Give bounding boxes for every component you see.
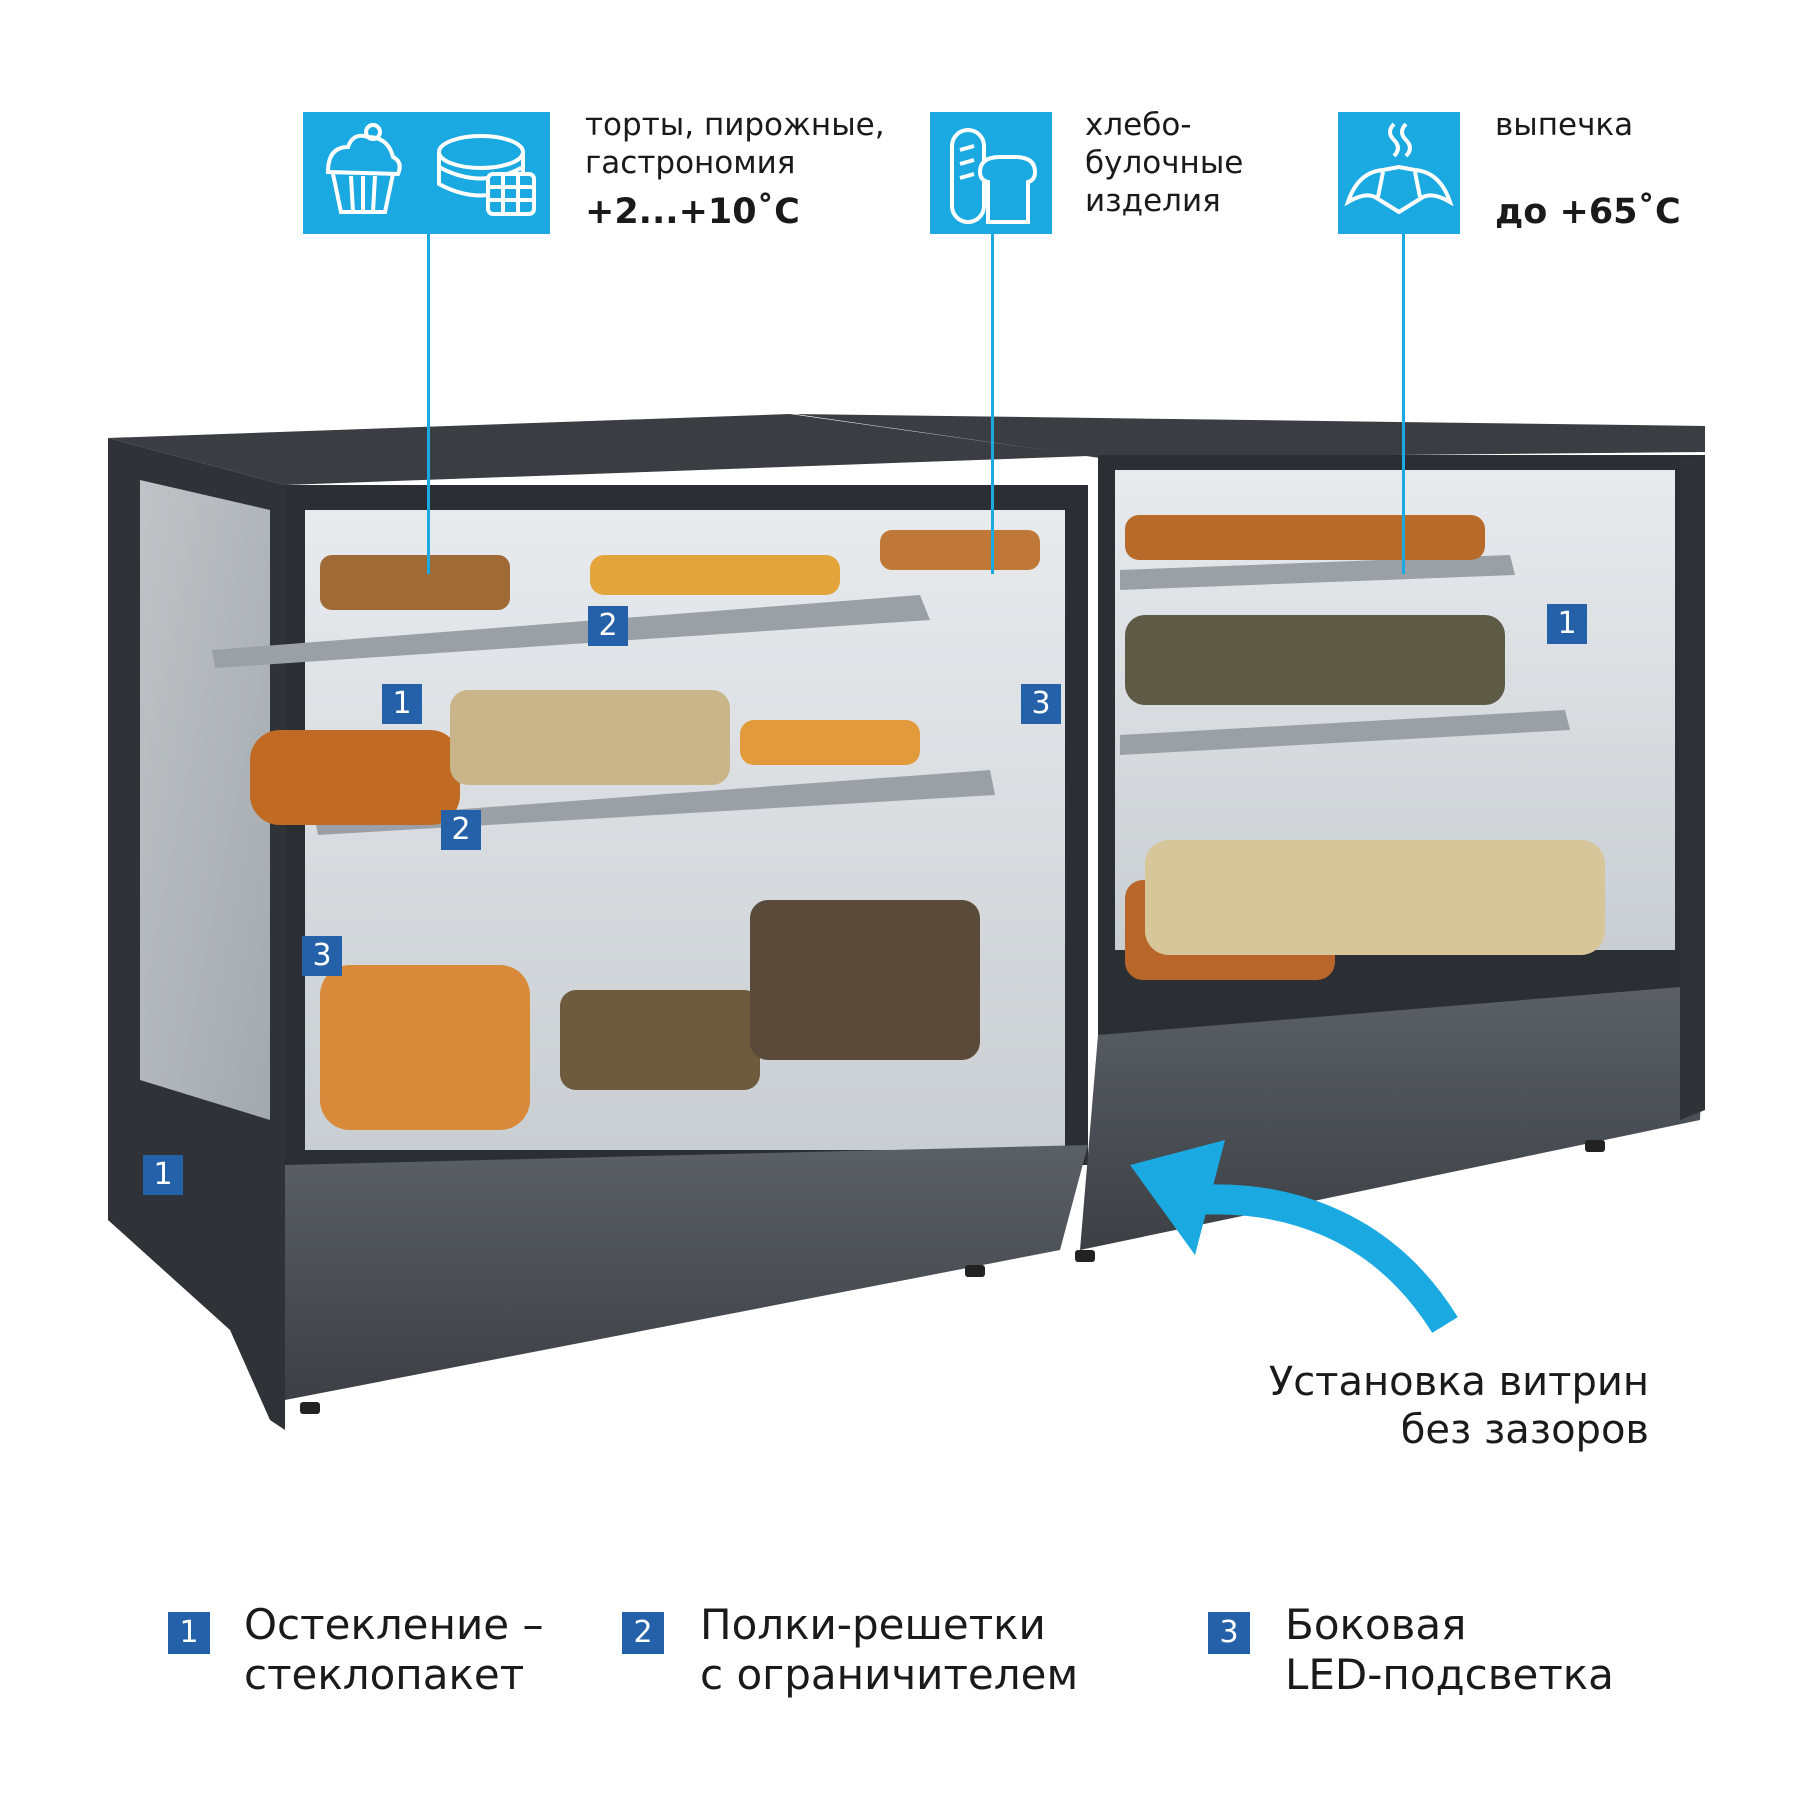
legend-badge-1: 1 [168,1612,210,1654]
install-note-line-1: Установка витрин [1268,1359,1649,1405]
cupcake-icon [325,123,402,214]
feature-2-line-3: изделия [1085,183,1221,219]
legend-1-line-1: Остекление – [244,1600,544,1649]
left-display-case [108,414,1088,1430]
legend-3-line-2: LED-подсветка [1285,1650,1614,1699]
badge-glazing-side: 1 [143,1155,183,1195]
legend-badge-2: 2 [622,1612,664,1654]
install-note-line-2: без зазоров [1400,1407,1649,1453]
feature-1-line-2: гастрономия [585,145,796,181]
feature-3-icon-box [1338,112,1460,234]
feature-1-icon-box [303,112,550,234]
badge-shelves-top: 2 [588,606,628,646]
connector-line-1 [427,234,430,574]
pancakes-waffle-icon [437,134,536,216]
connector-line-3 [1402,234,1405,574]
right-display-case [795,414,1705,1262]
bread-loaf-icon [950,128,1038,224]
badge-led-left: 3 [302,936,342,976]
legend-1-line-2: стеклопакет [244,1650,525,1699]
feature-3-line-1: выпечка [1495,107,1634,143]
legend-badge-3: 3 [1208,1612,1250,1654]
legend-2-line-1: Полки-решетки [700,1600,1046,1649]
joint-arrow [1194,1184,1458,1333]
badge-glazing-top-left: 1 [382,684,422,724]
feature-3-temperature: до +65˚C [1495,192,1681,232]
feature-2-line-2: булочные [1085,145,1244,181]
badge-shelves-middle: 2 [441,810,481,850]
connector-line-2 [991,234,994,574]
badge-glazing-right: 1 [1547,604,1587,644]
feature-1-line-1: торты, пирожные, [585,107,885,143]
legend-3-line-1: Боковая [1285,1600,1467,1649]
badge-led-center: 3 [1021,684,1061,724]
feature-2-line-1: хлебо- [1085,107,1192,143]
croissant-icon [1344,122,1454,215]
feature-2-icon-box [930,112,1052,234]
legend-2-line-2: с ограничителем [700,1650,1079,1699]
feature-1-temperature: +2...+10˚C [585,192,800,232]
